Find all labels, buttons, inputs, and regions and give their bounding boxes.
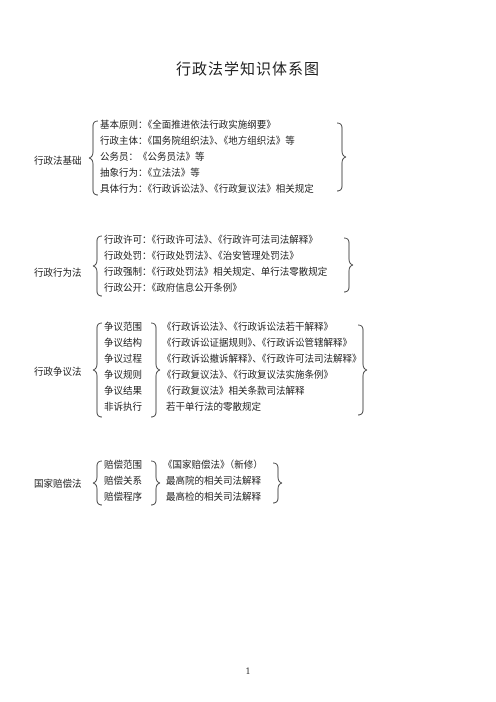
list-item: 基本原则：《全面推进依法行政实施纲要》 xyxy=(100,120,276,131)
list-item: 《行政复议法》相关条款司法解释 xyxy=(162,386,305,397)
right-brace xyxy=(343,237,354,293)
inner-brace xyxy=(150,322,161,418)
left-brace xyxy=(88,120,99,196)
list-item: 最高检的相关司法解释 xyxy=(166,492,262,503)
list-item: 赔偿范围 xyxy=(104,460,143,471)
right-brace xyxy=(357,324,368,416)
list-item: 《国家赔偿法》（新修） xyxy=(163,460,263,471)
list-item: 公务员： 《公务员法》等 xyxy=(100,152,205,163)
right-brace xyxy=(336,122,347,192)
list-item: 争议过程 xyxy=(104,354,143,365)
list-item: 《行政复议法》、《行政复议法实施条例》 xyxy=(162,370,334,381)
page-title: 行政法学知识体系图 xyxy=(175,60,320,78)
right-brace xyxy=(272,462,283,504)
list-item: 最高院的相关司法解释 xyxy=(166,476,262,487)
list-item: 行政公开：《政府信息公开条例》 xyxy=(104,283,242,294)
list-item: 赔偿程序 xyxy=(104,492,143,503)
list-item: 《行政诉讼证据规则》、《行政诉讼管辖解释》 xyxy=(162,338,353,349)
section-label-administrative-acts: 行政行为法 xyxy=(34,268,82,279)
list-item: 争议结构 xyxy=(104,338,143,349)
left-brace xyxy=(92,322,103,418)
list-item: 《行政诉讼法》、《行政诉讼法若干解释》 xyxy=(162,322,334,333)
list-item: 行政许可：《行政许可法》、《行政许可法司法解释》 xyxy=(104,235,318,246)
inner-brace xyxy=(150,460,161,506)
list-item: 抽象行为：《立法法》等 xyxy=(100,168,200,179)
list-item: 行政处罚：《行政处罚法》、《治安管理处罚法》 xyxy=(104,251,299,262)
list-item: 若干单行法的零散规定 xyxy=(166,402,262,413)
list-item: 非诉执行 xyxy=(104,402,143,413)
section-label-basics: 行政法基础 xyxy=(34,156,82,167)
section-label-disputes: 行政争议法 xyxy=(34,367,82,378)
list-item: 行政强制：《行政处罚法》相关规定、单行法零散规定 xyxy=(104,267,328,278)
list-item: 具体行为：《行政诉讼法》、《行政复议法》相关规定 xyxy=(100,184,314,195)
list-item: 赔偿关系 xyxy=(104,476,143,487)
left-brace xyxy=(92,235,103,297)
list-item: 争议范围 xyxy=(104,322,143,333)
page-number: 1 xyxy=(245,667,251,676)
list-item: 争议结果 xyxy=(104,386,143,397)
list-item: 争议规则 xyxy=(104,370,143,381)
list-item: 《行政诉讼撤诉解释》、《行政许可法司法解释》 xyxy=(162,354,362,365)
list-item: 行政主体：《国务院组织法》、《地方组织法》等 xyxy=(100,136,295,147)
left-brace xyxy=(92,460,103,506)
section-label-state-compensation: 国家赔偿法 xyxy=(34,479,82,490)
